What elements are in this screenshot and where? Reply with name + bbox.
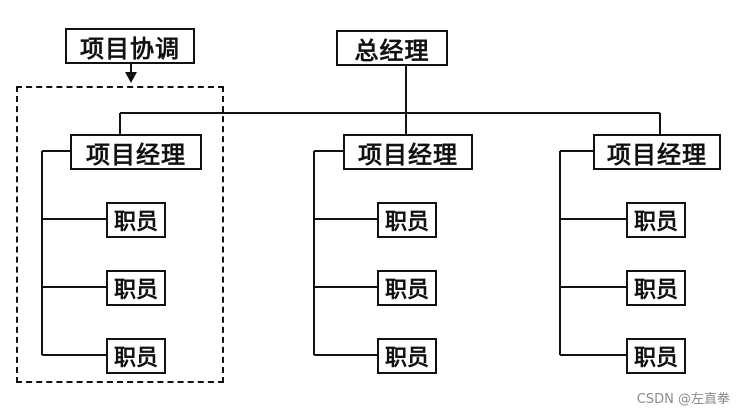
- project-coordination-region: [16, 86, 224, 383]
- staff-box-2-3: 职员: [377, 338, 437, 374]
- project-manager-box-1: 项目经理: [70, 134, 202, 170]
- project-manager-box-2: 项目经理: [343, 134, 473, 170]
- staff-box-2-1: 职员: [377, 202, 437, 238]
- staff-box-3-3: 职员: [626, 338, 686, 374]
- staff-box-1-2: 职员: [106, 270, 166, 306]
- staff-box-2-2: 职员: [377, 270, 437, 306]
- staff-box-1-1: 职员: [106, 202, 166, 238]
- coordination-box: 项目协调: [65, 28, 195, 64]
- staff-box-3-1: 职员: [626, 202, 686, 238]
- project-manager-box-3: 项目经理: [593, 134, 721, 170]
- watermark-text: CSDN @左直拳: [636, 392, 730, 407]
- staff-box-3-2: 职员: [626, 270, 686, 306]
- coordination-arrow-head: [125, 72, 137, 83]
- general-manager-box: 总经理: [336, 30, 448, 66]
- staff-box-1-3: 职员: [106, 338, 166, 374]
